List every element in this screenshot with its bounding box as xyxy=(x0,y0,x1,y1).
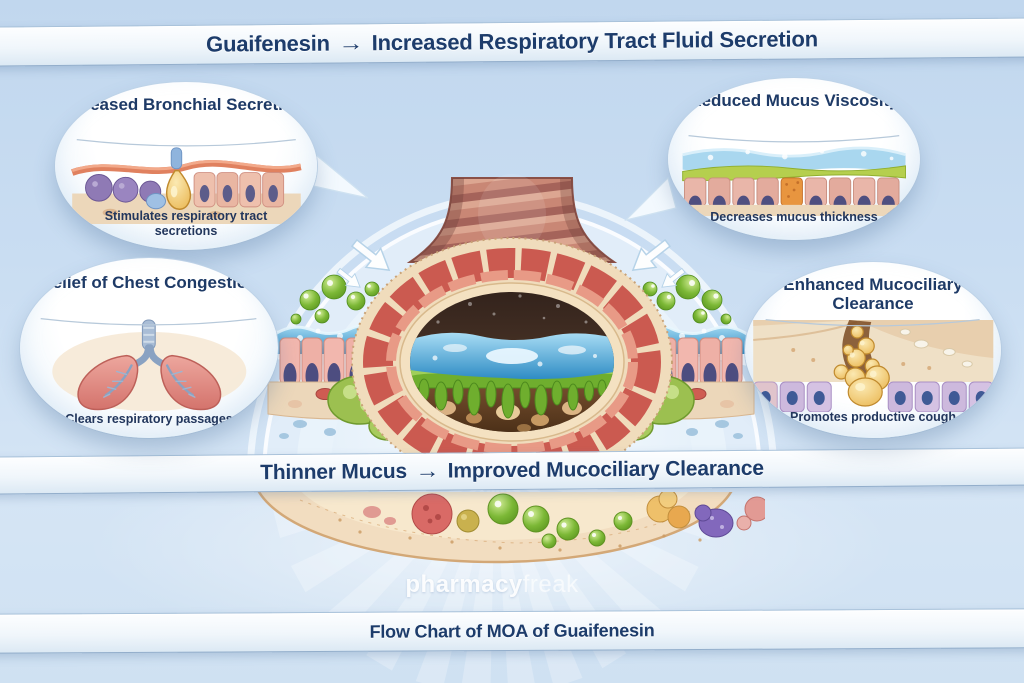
inward-arrows-left xyxy=(336,238,391,288)
tissue-dots xyxy=(338,518,702,552)
cleared-airway-disc xyxy=(257,492,765,564)
callout-caption: Clears respiratory passages xyxy=(65,411,233,426)
callout-enhanced-mucociliary-clearance: Enhanced Mucociliary Clearance Promotes … xyxy=(745,262,1001,438)
top-banner-lhs: Guaifenesin xyxy=(206,30,330,57)
callout-caption: Stimulates respiratory tract secretions xyxy=(104,209,268,238)
callout-relief-of-chest-congestion: Relief of Chest Congestion Clears respir… xyxy=(20,258,278,438)
middle-banner-rhs: Improved Mucociliary Clearance xyxy=(447,456,764,483)
water-layer xyxy=(410,332,614,380)
vapor-specks xyxy=(436,294,588,324)
expelled-green-droplets xyxy=(290,274,380,325)
callout-reduced-mucus-viscosity: Reduced Mucus Viscosity Decreases mucus … xyxy=(668,78,920,240)
diagram-title: Flow Chart of MOA of Guaifenesin xyxy=(369,619,655,642)
divider-arc xyxy=(765,319,981,327)
mucociliary-clearance-illustration xyxy=(752,320,994,412)
divider-arc xyxy=(76,139,296,147)
airway-cross-section xyxy=(351,237,673,487)
right-arrow-icon: → xyxy=(415,459,440,483)
divider-arc xyxy=(41,318,257,326)
middle-banner-lhs: Thinner Mucus xyxy=(260,459,407,485)
right-arrow-icon: → xyxy=(338,30,364,56)
divider-arc xyxy=(688,135,900,143)
callout-title: Increased Bronchial Secretions xyxy=(58,95,314,114)
callout-caption: Decreases mucus thickness xyxy=(710,209,878,224)
callout-increased-bronchial-secretions: Increased Bronchial Secretions Stimulate… xyxy=(55,82,317,250)
pointer-top-right xyxy=(624,176,677,222)
watermark: pharmacyfreak xyxy=(405,571,578,599)
top-banner-rhs: Increased Respiratory Tract Fluid Secret… xyxy=(371,26,818,56)
callout-title: Relief of Chest Congestion xyxy=(40,273,258,292)
callout-title: Reduced Mucus Viscosity xyxy=(689,91,899,110)
lungs-illustration xyxy=(52,319,246,412)
bottom-title-banner: Flow Chart of MOA of Guaifenesin xyxy=(0,608,1024,654)
callout-caption: Promotes productive cough xyxy=(790,409,956,424)
bronchial-secretions-illustration xyxy=(70,147,302,224)
watermark-light: freak xyxy=(522,571,579,598)
mucus-viscosity-illustration xyxy=(682,146,906,216)
trachea-tube xyxy=(406,174,618,263)
tissue-cells xyxy=(363,492,765,549)
callout-title: Enhanced Mucociliary Clearance xyxy=(783,275,963,314)
watermark-bold: pharmacy xyxy=(405,571,523,598)
